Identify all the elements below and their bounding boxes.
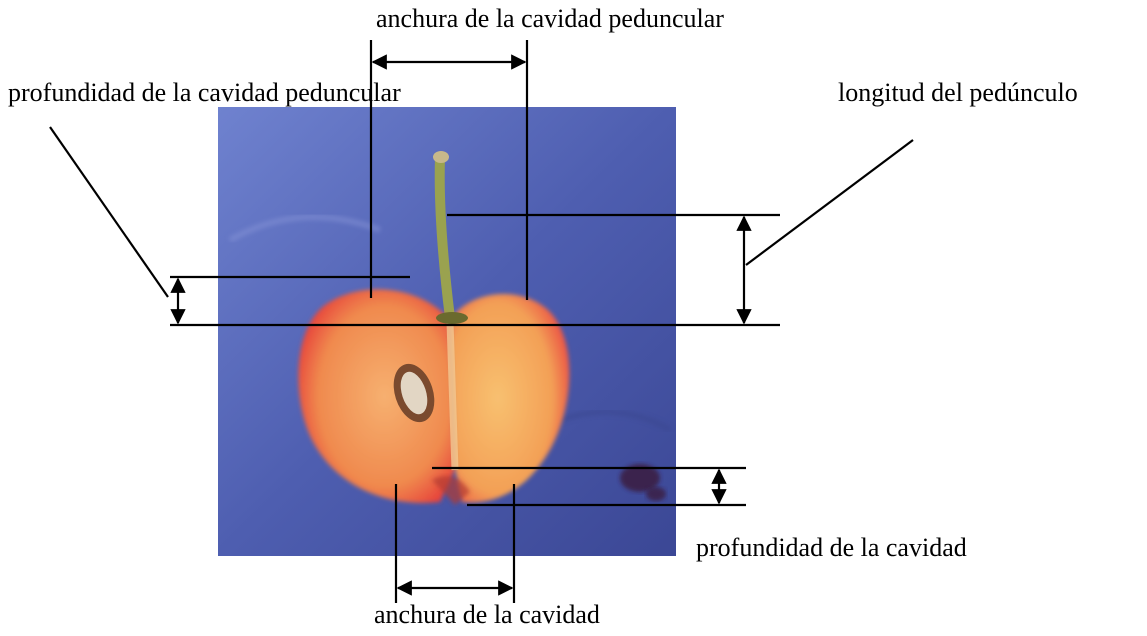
stem-base [436,312,468,324]
photo [218,107,676,556]
cherry-core-line [450,322,455,470]
label-stem-length: longitud del pedúnculo [838,78,1078,108]
stem-length-leader [746,140,913,265]
label-stem-cavity-width: anchura de la cavidad peduncular [376,4,724,34]
label-cavity-width: anchura de la cavidad [374,600,600,630]
stem-cavity-depth-leader [50,127,168,297]
label-stem-cavity-depth: profundidad de la cavidad peduncular [8,78,401,108]
stain [646,487,666,501]
stem-tip [433,151,449,163]
label-cavity-depth: profundidad de la cavidad [696,533,967,563]
